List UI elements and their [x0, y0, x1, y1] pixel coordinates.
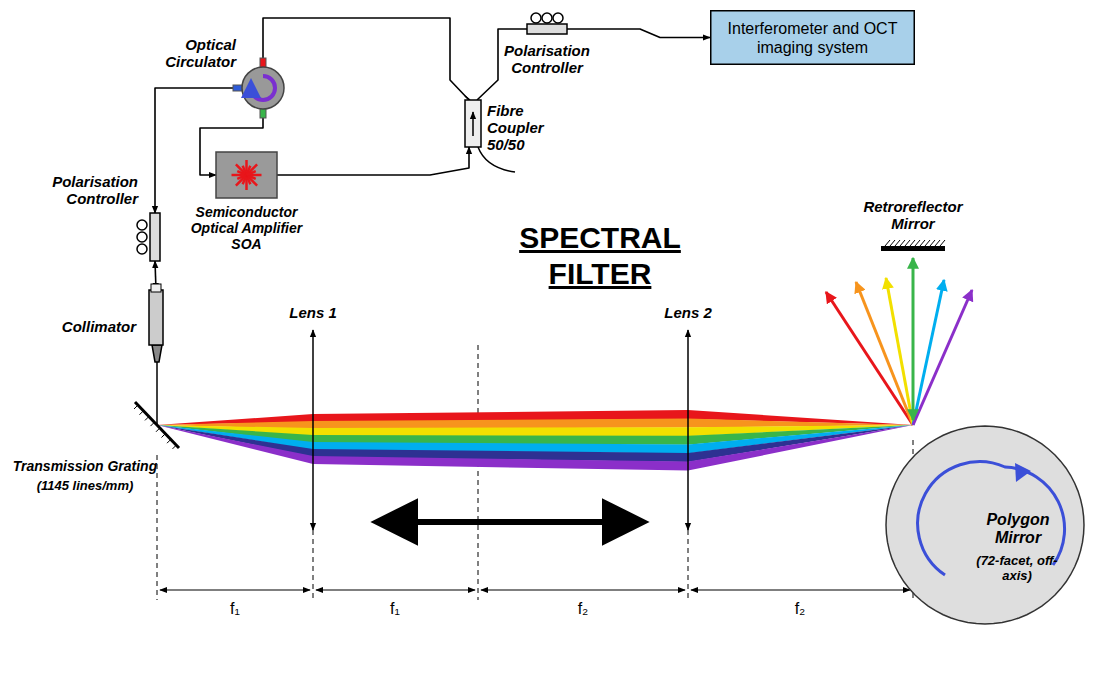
dimension-label: f₁ — [380, 600, 410, 618]
lens-label: Lens 1 — [278, 304, 348, 321]
diffracted-ray — [886, 278, 913, 425]
optical-circulator-shape — [241, 66, 285, 110]
part-label: Transmission Grating — [5, 458, 165, 474]
dashed-guides — [157, 345, 913, 600]
box-label: Interferometer and OCT imaging system — [710, 15, 915, 61]
retroreflector-mirror: Retroreflector Mirror — [881, 246, 945, 254]
dimension-label: f₁ — [220, 600, 250, 618]
part-label: Optical Circulator — [141, 36, 236, 70]
part-label: (1145 lines/mm) — [5, 478, 165, 493]
soa-box: Semiconductor Optical Amplifier SOA — [216, 152, 277, 198]
dimension-label: f₂ — [568, 600, 598, 618]
translation-arrow — [380, 519, 640, 525]
diffracted-ray — [856, 282, 913, 425]
polygon-mirror: Polygon Mirror (72-facet, off-axis) — [885, 425, 1085, 625]
diffracted-rays — [826, 258, 972, 425]
dispersed-spectrum — [157, 410, 913, 471]
part-label: Semiconductor Optical Amplifier SOA — [184, 204, 309, 252]
part-label: Polygon Mirror — [973, 511, 1063, 547]
part-label: Polarisation Controller — [497, 42, 597, 76]
polarisation-controller: Polarisation Controller — [150, 213, 160, 261]
polygon-mirror-shape — [885, 425, 1085, 625]
soa-box-shape — [216, 152, 277, 198]
optical-circulator: Optical Circulator — [241, 66, 285, 110]
collimator-shape — [149, 290, 163, 345]
transmission-grating: Transmission Grating(1145 lines/mm) — [133, 400, 181, 450]
part-label: Retroreflector Mirror — [853, 198, 973, 232]
fibre-coupler: Fibre Coupler 50/50 — [465, 100, 481, 147]
dimension-label: f₂ — [785, 600, 815, 618]
diffracted-ray — [913, 280, 944, 425]
part-label: (72-facet, off-axis) — [967, 553, 1067, 583]
part-label: Fibre Coupler 50/50 — [487, 102, 557, 153]
lens-label: Lens 2 — [653, 304, 723, 321]
diffracted-ray — [913, 290, 972, 425]
oct-system-box-shape — [710, 10, 915, 65]
oct-system-box: Interferometer and OCT imaging system — [710, 10, 915, 65]
optical-fibre — [263, 18, 469, 100]
fibre-coupler-shape — [465, 100, 481, 147]
transmission-grating-shape — [133, 400, 181, 450]
optical-fibre — [277, 147, 469, 175]
collimator: Collimator — [149, 290, 163, 345]
collimator-beam — [152, 345, 162, 425]
polarisation-controller-shape — [150, 213, 160, 261]
polarisation-controller-shape — [527, 24, 567, 34]
section-title: SPECTRAL FILTER — [500, 220, 700, 292]
retro-ray — [912, 258, 915, 420]
spectral-band — [157, 425, 913, 471]
lens-symbols — [313, 330, 688, 530]
retroreflector-mirror-shape — [881, 246, 945, 254]
part-label: Polarisation Controller — [38, 173, 138, 207]
part-label: Collimator — [41, 318, 136, 335]
optical-fibre — [567, 29, 710, 38]
polarisation-controller: Polarisation Controller — [527, 24, 567, 34]
focal-dimensions — [160, 589, 910, 590]
